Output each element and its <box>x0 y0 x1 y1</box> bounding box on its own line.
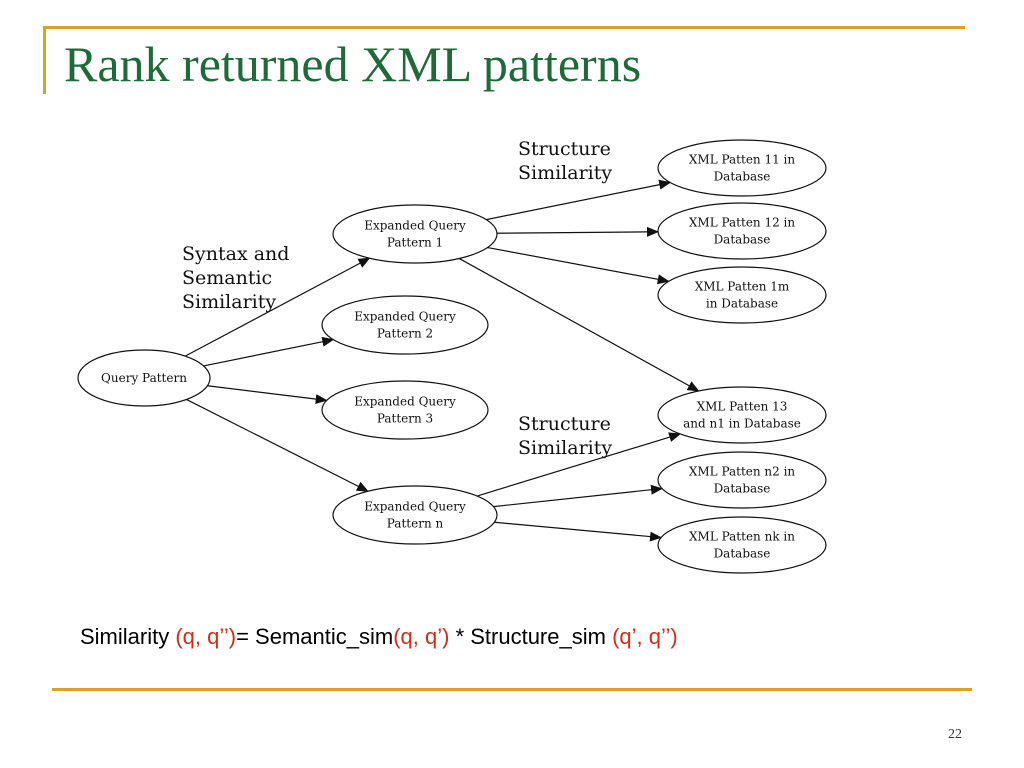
node-x1m-ellipse <box>657 266 827 324</box>
node-x12-label-1: XML Patten 12 in <box>689 216 796 230</box>
node-xn2-ellipse <box>657 451 827 509</box>
node-xn2-label-1: XML Patten n2 in <box>689 465 796 479</box>
edge-eq1-to-x1m <box>487 246 670 285</box>
node-x1m-label-1: XML Patten 1m <box>695 280 790 294</box>
similarity-formula: Similarity (q, q’’)= Semantic_sim(q, q’)… <box>80 624 678 650</box>
node-x11-ellipse <box>657 139 827 197</box>
node-query-ellipse <box>77 349 211 407</box>
edge-eq1-to-x11 <box>486 179 672 221</box>
node-x12-ellipse <box>657 202 827 260</box>
node-x11-label-1: XML Patten 11 in <box>689 153 796 167</box>
formula-q-qp: (q, q’) <box>393 624 450 649</box>
node-eq1-label-2: Pattern 1 <box>387 236 443 250</box>
edge-layer <box>184 179 700 542</box>
edge-query-to-eq2 <box>203 336 335 367</box>
node-eqn-ellipse <box>332 485 498 545</box>
label-structure-top-line-1: Structure <box>518 138 611 160</box>
node-query-label-1: Query Pattern <box>101 371 187 385</box>
title-accent-bar <box>43 28 46 94</box>
node-eq2-label-2: Pattern 2 <box>377 327 433 341</box>
edge-query-to-eq1 <box>184 257 371 357</box>
label-syntax-line-2: Semantic <box>182 267 272 289</box>
node-x11: XML Patten 11 in Database <box>657 139 827 197</box>
edge-eq1-to-x13 <box>458 257 700 392</box>
label-syntax-line-3: Similarity <box>182 291 276 313</box>
node-xnk: XML Patten nk in Database <box>657 516 827 574</box>
node-xn2: XML Patten n2 in Database <box>657 451 827 509</box>
node-query: Query Pattern <box>77 349 211 407</box>
node-x13: XML Patten 13 and n1 in Database <box>657 386 827 444</box>
node-xnk-label-1: XML Patten nk in <box>689 530 795 544</box>
node-x12-label-2: Database <box>714 233 771 247</box>
slide-title: Rank returned XML patterns <box>64 36 642 92</box>
label-structure-bottom-line-2: Similarity <box>518 437 612 459</box>
node-x12: XML Patten 12 in Database <box>657 202 827 260</box>
node-eq1-label-1: Expanded Query <box>364 219 466 233</box>
node-eqn-label-1: Expanded Query <box>364 500 466 514</box>
node-eq3-ellipse <box>321 380 489 440</box>
label-structure-top-line-2: Similarity <box>518 162 612 184</box>
formula-structure-sim-text: * Structure_sim <box>449 624 613 649</box>
edge-eq1-to-x12 <box>496 226 660 237</box>
node-eq3-label-1: Expanded Query <box>354 395 456 409</box>
edge-eqn-to-xnk <box>494 521 663 542</box>
node-eqn-label-2: Pattern n <box>387 517 444 531</box>
formula-q-qpp: (q, q’’) <box>175 624 237 649</box>
node-xnk-label-2: Database <box>714 547 771 561</box>
label-syntax-line-1: Syntax and <box>182 243 289 265</box>
node-x13-label-2: and n1 in Database <box>683 417 801 431</box>
edge-eqn-to-x13 <box>476 432 682 497</box>
bottom-accent-line <box>52 688 972 691</box>
node-xnk-ellipse <box>657 516 827 574</box>
formula-similarity-text: Similarity <box>80 624 176 649</box>
node-xn2-label-2: Database <box>714 482 771 496</box>
node-x13-label-1: XML Patten 13 <box>697 400 788 414</box>
page-number: 22 <box>948 727 962 742</box>
formula-qp-qpp: (q’, q’’) <box>612 624 678 649</box>
formula-semantic-sim-text: = Semantic_sim <box>236 624 394 649</box>
label-structure-bottom-line-1: Structure <box>518 413 611 435</box>
label-layer: Syntax andSemanticSimilarityStructureSim… <box>182 138 612 459</box>
node-eq1-ellipse <box>332 204 498 264</box>
node-eq2-label-1: Expanded Query <box>354 310 456 324</box>
top-accent-line <box>43 26 965 29</box>
node-x1m: XML Patten 1m in Database <box>657 266 827 324</box>
node-eq2-ellipse <box>321 295 489 355</box>
node-eq3-label-2: Pattern 3 <box>377 412 433 426</box>
edge-eqn-to-xn2 <box>493 484 664 508</box>
node-x11-label-2: Database <box>714 170 771 184</box>
node-x1m-label-2: in Database <box>706 297 778 311</box>
edge-query-to-eqn <box>186 398 369 492</box>
edge-query-to-eq3 <box>207 385 328 405</box>
node-x13-ellipse <box>657 386 827 444</box>
